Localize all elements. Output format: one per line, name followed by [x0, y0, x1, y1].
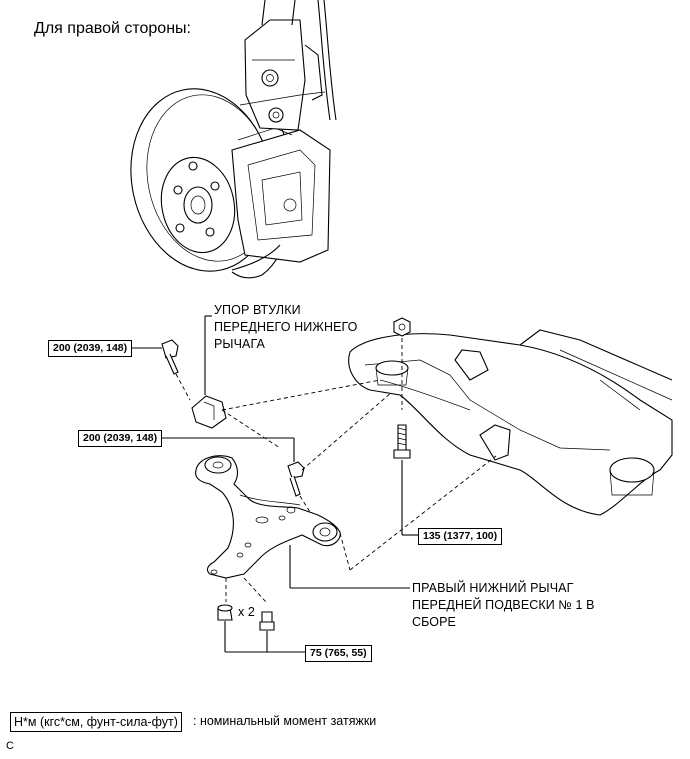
- callout-line: ПЕРЕДНЕЙ ПОДВЕСКИ № 1 В: [412, 598, 595, 612]
- callout-bushing-stopper: УПОР ВТУЛКИ ПЕРЕДНЕГО НИЖНЕГО РЫЧАГА: [214, 302, 358, 353]
- lower-arm: [195, 455, 341, 579]
- callout-line: ПЕРЕДНЕГО НИЖНЕГО: [214, 320, 358, 334]
- quantity-label: x 2: [238, 605, 255, 619]
- callout-lower-arm: ПРАВЫЙ НИЖНИЙ РЫЧАГ ПЕРЕДНЕЙ ПОДВЕСКИ № …: [412, 580, 595, 631]
- torque-spec-lower-arm-rear-bolt: 75 (765, 55): [305, 645, 372, 662]
- torque-spec-crossmember-bolt: 135 (1377, 100): [418, 528, 503, 545]
- lower-arm-rear-bolt: [259, 611, 275, 631]
- brake-disc-assembly: [130, 0, 337, 279]
- figure-code: C: [6, 740, 14, 752]
- bushing-stopper-bolt: [161, 339, 179, 375]
- suspension-crossmember: [348, 329, 673, 516]
- callout-line: ПРАВЫЙ НИЖНИЙ РЫЧАГ: [412, 581, 574, 595]
- lower-arm-front-bolt: [287, 461, 305, 497]
- torque-spec-lower-arm-front-bolt: 200 (2039, 148): [78, 430, 163, 447]
- callout-line: УПОР ВТУЛКИ: [214, 303, 301, 317]
- lower-arm-rear-nut: [217, 604, 233, 621]
- page-title: Для правой стороны:: [34, 20, 191, 37]
- legend-units-box: Н*м (кгс*см, фунт-сила-фут): [10, 712, 182, 732]
- legend-description: : номинальный момент затяжки: [193, 714, 377, 728]
- callout-line: РЫЧАГА: [214, 337, 265, 351]
- crossmember-bolt: [393, 424, 411, 459]
- crossmember-nut: [393, 317, 411, 337]
- bushing-stopper: [191, 395, 227, 429]
- torque-spec-bushing-stopper-bolt: 200 (2039, 148): [48, 340, 133, 357]
- callout-line: СБОРЕ: [412, 615, 456, 629]
